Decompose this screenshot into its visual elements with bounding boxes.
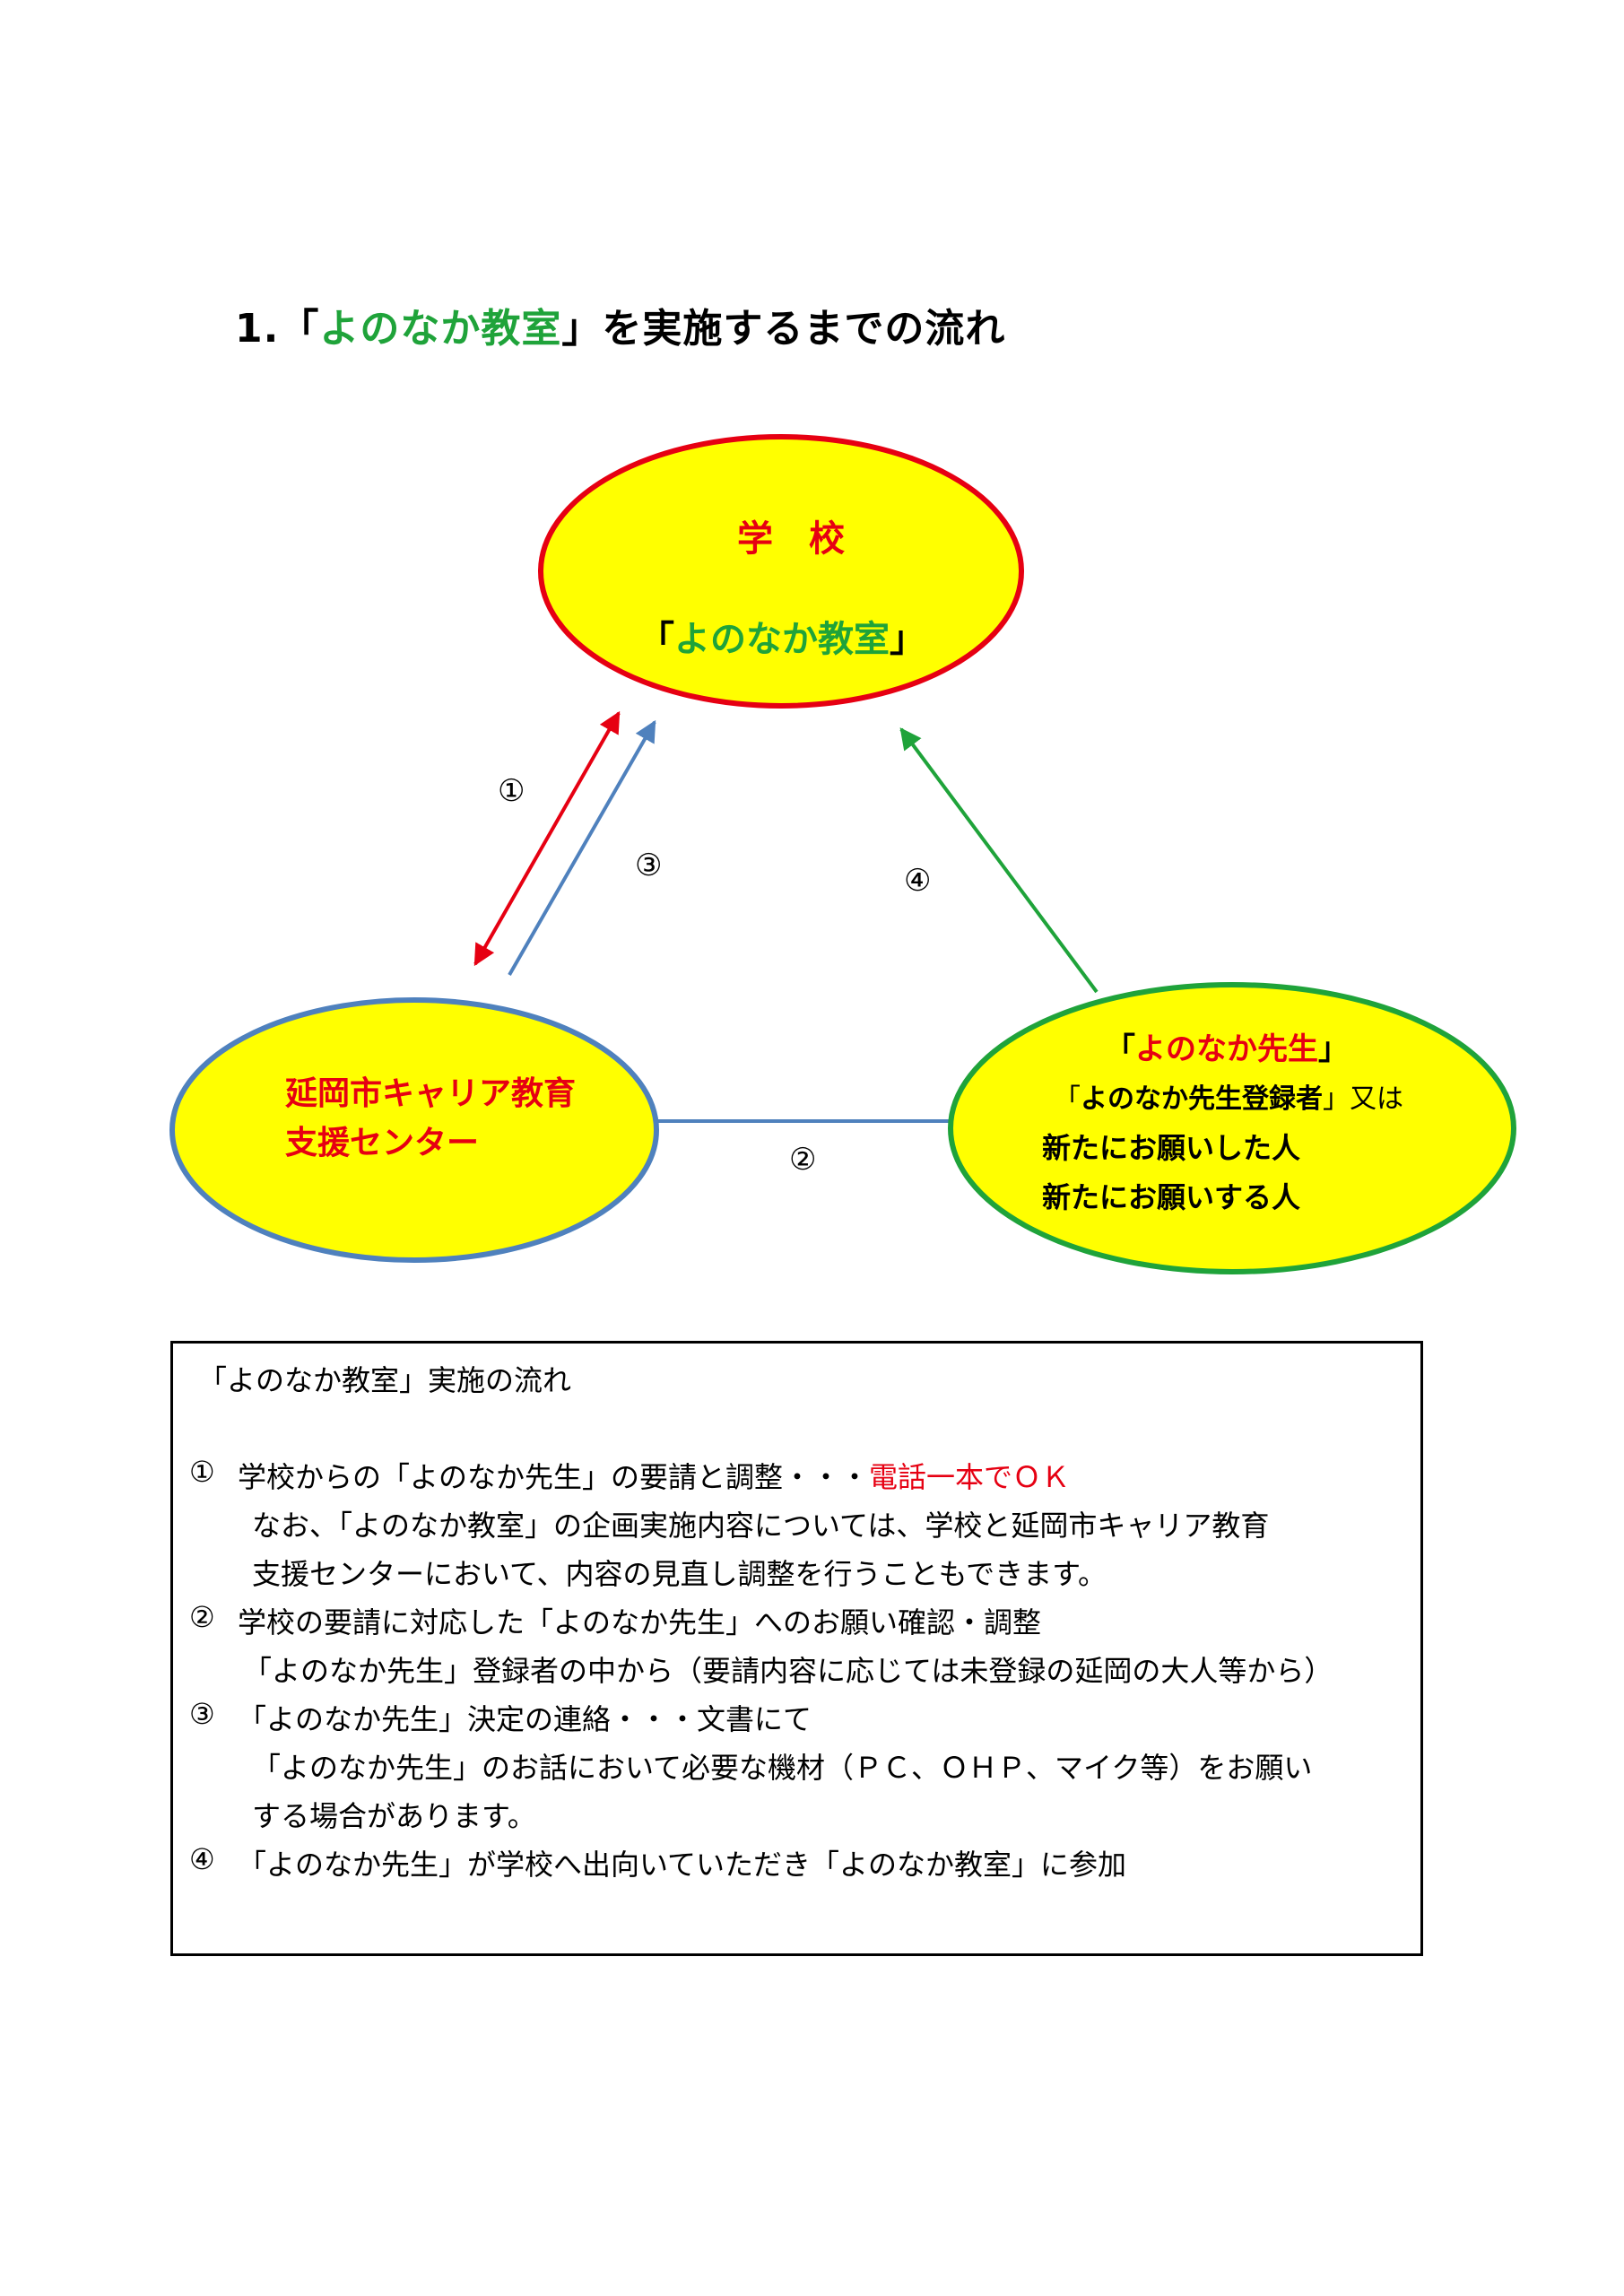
flow-explanation-box: 「よのなか教室」実施の流れ ① 学校からの「よのなか先生」の要請と調整・・・電話…: [170, 1341, 1423, 1956]
item1-number: ①: [189, 1455, 215, 1489]
registered-tail: 又は: [1350, 1083, 1403, 1115]
center-label-line1: 延岡市キャリア教育: [285, 1075, 577, 1112]
item1-note-line2: 支援センターにおいて、内容の見直し調整を行うこともできます。: [252, 1557, 1107, 1591]
yononaka-teacher-node: [948, 982, 1516, 1274]
school-program-label: 「よのなか教室」: [638, 610, 925, 662]
registered-close-bracket: 」: [1323, 1083, 1350, 1115]
step4-marker: ④: [904, 863, 932, 899]
school-label: 学 校: [737, 518, 845, 560]
career-center-node: [169, 997, 659, 1263]
teacher-label: 「よのなか先生」: [1105, 1024, 1349, 1068]
item2-note: 「よのなか先生」登録者の中から（要請内容に応じては未登録の延岡の大人等から）: [243, 1654, 1333, 1688]
step1-marker: ①: [498, 773, 525, 809]
step3-marker: ③: [635, 848, 663, 883]
step1-arrow: [473, 710, 621, 967]
step4-arrow: [899, 727, 1099, 994]
center-label-line2: 支援センター: [285, 1125, 480, 1161]
school-node: [538, 434, 1024, 709]
item1-text: 学校からの「よのなか先生」の要請と調整・・・電話一本でＯＫ: [238, 1455, 1070, 1496]
teacher-new-requested: 新たにお願いした人: [1042, 1131, 1301, 1165]
item1-main: 学校からの「よのなか先生」の要請と調整・・・: [238, 1460, 870, 1494]
registered-label: よのなか先生登録者: [1081, 1083, 1323, 1115]
teacher-new-to-request: 新たにお願いする人: [1042, 1180, 1301, 1214]
step3-arrow: [508, 719, 656, 976]
title-number: 1.: [235, 306, 280, 352]
item1-phone-note: 電話一本でＯＫ: [869, 1460, 1071, 1494]
title-rest: を実施するまでの流れ: [602, 306, 1006, 352]
item2-text: 学校の要請に対応した「よのなか先生」へのお願い確認・調整: [238, 1605, 1042, 1639]
school-open-bracket: 「: [638, 619, 674, 660]
item2-number: ②: [189, 1600, 215, 1634]
item3-number: ③: [189, 1697, 215, 1731]
box-heading: 「よのなか教室」実施の流れ: [198, 1363, 572, 1397]
school-program-name: よのなか教室: [674, 619, 890, 660]
school-close-bracket: 」: [890, 619, 925, 660]
teacher-registered-line: 「よのなか先生登録者」又は: [1054, 1076, 1403, 1116]
item3-text: 「よのなか先生」決定の連絡・・・文書にて: [238, 1702, 812, 1736]
item1-note-line1: なお、「よのなか教室」の企画実施内容については、学校と延岡市キャリア教育: [252, 1509, 1270, 1543]
teacher-close-bracket: 」: [1318, 1031, 1349, 1067]
step2-marker: ②: [789, 1142, 817, 1178]
teacher-name: よのなか先生: [1135, 1031, 1318, 1067]
title-close-bracket: 」: [561, 306, 603, 352]
item4-number: ④: [189, 1842, 215, 1876]
item4-text: 「よのなか先生」が学校へ出向いていただき「よのなか教室」に参加: [238, 1848, 1127, 1882]
item3-note-line2: する場合があります。: [252, 1799, 536, 1833]
title-highlight: よのなか教室: [319, 306, 562, 352]
item3-note-line1: 「よのなか先生」のお話において必要な機材（ＰＣ、ＯＨＰ、マイク等）をお願い: [252, 1751, 1313, 1785]
title-open-bracket: 「: [279, 306, 320, 352]
registered-open-bracket: 「: [1054, 1083, 1081, 1115]
teacher-open-bracket: 「: [1105, 1031, 1135, 1067]
page-title: 1.「よのなか教室」を実施するまでの流れ: [235, 296, 1005, 353]
